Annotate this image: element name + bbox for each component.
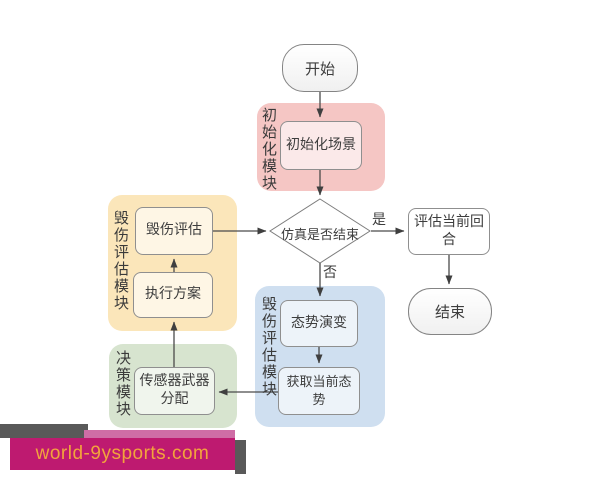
process-evaluate-current-round: 评估当前回合 — [408, 208, 490, 255]
process-execute-plan: 执行方案 — [133, 272, 213, 318]
process-situation-evolution: 态势演变 — [280, 300, 358, 347]
process-get-current-situation: 获取当前态势 — [278, 367, 360, 415]
decision-diamond-label: 仿真是否结束 — [280, 227, 359, 242]
watermark-text: world-9ysports.com — [10, 438, 235, 470]
process-init-scene: 初始化场景 — [280, 121, 362, 170]
module-damage-evaluation-left-label: 毁伤评估模块 — [112, 210, 128, 312]
process-damage-assessment: 毁伤评估 — [135, 207, 213, 255]
start-node: 开始 — [282, 44, 358, 92]
process-sensor-weapon-allocation: 传感器武器分配 — [134, 367, 215, 415]
end-node: 结束 — [408, 288, 492, 335]
module-initialization-label: 初始化模块 — [260, 107, 276, 192]
module-damage-evaluation-right-label: 毁伤评估模块 — [260, 296, 276, 398]
watermark-shadow-top — [0, 424, 88, 438]
module-decision-label: 决策模块 — [114, 350, 130, 418]
branch-yes-label: 是 — [372, 213, 386, 228]
branch-no-label: 否 — [323, 266, 337, 281]
watermark-shadow-right — [235, 440, 246, 474]
watermark-highlight-strip — [84, 430, 235, 439]
